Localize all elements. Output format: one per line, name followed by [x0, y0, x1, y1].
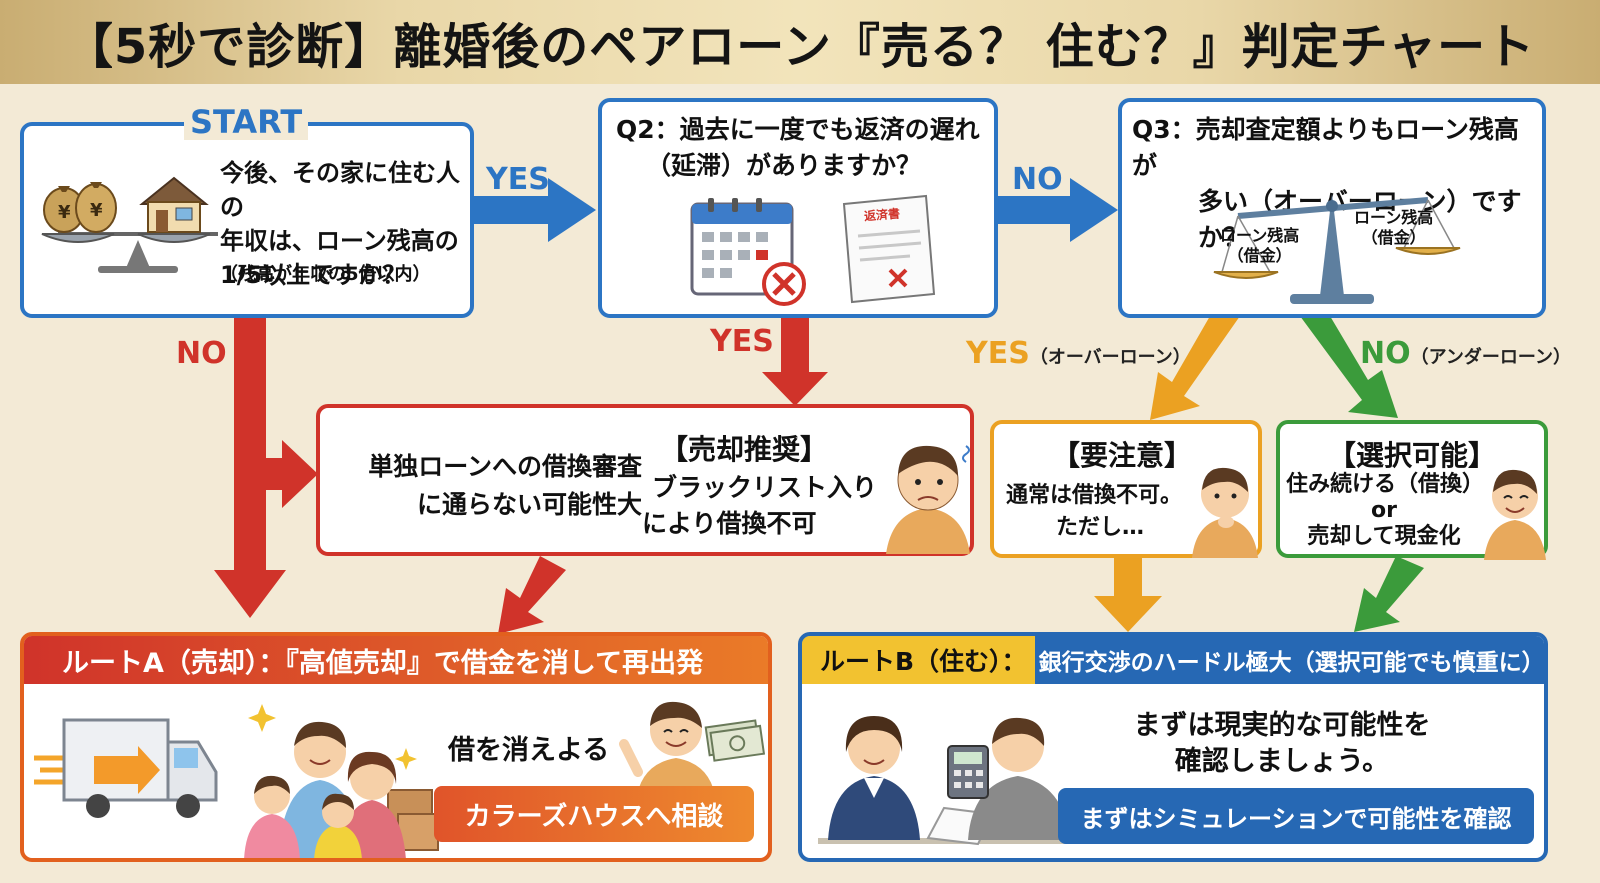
scale-left-line: （借金） [1227, 246, 1292, 265]
label-start-no: NO [176, 336, 227, 371]
balance-scale-icon [1213, 194, 1461, 304]
money-bags-scale-icon: ¥ ¥ [41, 176, 218, 273]
svg-text:¥: ¥ [58, 202, 71, 223]
route-b-panel: ルートB（住む）： 銀行交渉のハードル極大（選択可能でも慎重に） まずは現実的な… [798, 632, 1548, 862]
bank-consultation-icon [818, 716, 1078, 846]
worried-person-icon [886, 445, 970, 554]
happy-family-icon [244, 704, 439, 858]
q3-box: Q3：売却査定額よりもローン残高が 多い（オーバーローン）ですか？ ローン残高 … [1118, 98, 1546, 318]
q3-title: Q3：売却査定額よりもローン残高が 多い（オーバーローン）ですか？ [1132, 112, 1542, 256]
route-b-header: ルートB（住む）： 銀行交渉のハードル極大（選択可能でも慎重に） [802, 636, 1544, 684]
label-q3-no-group: NO（アンダーローン） [1360, 336, 1571, 371]
choice-box: 【選択可能】 住み続ける（借換） or 売却して現金化 [1276, 420, 1548, 560]
label-q3-yes-sub: （オーバーローン） [1029, 347, 1191, 368]
route-b-body-line: まずは現実的な可能性を [1133, 710, 1431, 741]
choice-body: 住み続ける（借換） or 売却して現金化 [1286, 472, 1485, 550]
q3-title-line: Q3：売却査定額よりもローン残高が [1132, 115, 1519, 180]
sell-body: ブラックリスト入り により借換不可 [642, 470, 877, 542]
route-b-header-right-text: 銀行交渉のハードル極大（選択可能でも慎重に） [1038, 650, 1545, 676]
route-b-body-line: 確認しましょう。 [1174, 746, 1390, 777]
choice-heading: 【選択可能】 [1328, 439, 1497, 472]
choice-body-line: 住み続ける（借換） [1286, 472, 1485, 497]
start-label: START [184, 104, 309, 140]
label-q2-no: NO [1012, 162, 1063, 197]
q2-title: Q2：過去に一度でも返済の遅れ （延滞）がありますか？ [616, 112, 980, 184]
arrow-q2-no [996, 178, 1118, 242]
label-q3-no: NO [1360, 336, 1411, 371]
sell-heading: 【売却推奨】 [660, 433, 829, 466]
arrow-q3-yes [1150, 316, 1240, 420]
smiling-person-icon [1484, 469, 1546, 560]
label-q3-no-sub: （アンダーローン） [1410, 347, 1572, 368]
sell-body-line: ブラックリスト入り [652, 473, 878, 502]
q3-scale-right-label: ローン残高 （借金） [1354, 208, 1433, 248]
arrow-choice-to-route-b [1354, 556, 1424, 632]
choice-body-line: 売却して現金化 [1307, 524, 1461, 549]
route-a-header-text: ルートA（売却）：『高値売却』で借金を消して再出発 [62, 647, 704, 679]
sell-left-text: 単独ローンへの借換審査 に通らない可能性大 [342, 448, 642, 524]
arrow-sell-to-route-a [498, 556, 566, 634]
route-b-body: まずは現実的な可能性を 確認しましょう。 [1102, 708, 1462, 780]
route-b-header-left-text: ルートB（住む）： [820, 647, 1027, 676]
choice-body-line: or [1371, 498, 1397, 523]
arrow-start-yes [472, 178, 596, 242]
svg-text:¥: ¥ [90, 200, 103, 221]
start-question-line: 年収は、ローン残高の [220, 227, 459, 255]
sell-body-line: により借換不可 [642, 509, 817, 538]
q3-scale-left-label: ローン残高 （借金） [1220, 226, 1299, 266]
scale-right-line: ローン残高 [1354, 208, 1434, 227]
label-q3-yes: YES [966, 336, 1030, 371]
start-question-line: 1/5以上ですか？ [220, 261, 407, 289]
thinking-person-icon [1192, 467, 1258, 558]
title-bar: 【5秒で診断】離婚後のペアローン『売る？ 住む？』判定チャート [0, 0, 1600, 84]
scale-left-line: ローン残高 [1220, 226, 1300, 245]
q2-box: Q2：過去に一度でも返済の遅れ （延滞）がありますか？ 返済書 [598, 98, 998, 318]
scale-right-line: （借金） [1361, 228, 1426, 247]
arrow-caution-to-route-b [1094, 558, 1162, 632]
q2-title-line: Q2：過去に一度でも返済の遅れ [616, 115, 980, 144]
route-b-header-left: ルートB（住む）： [802, 636, 1035, 684]
route-a-caption: 借を消えよる [448, 735, 610, 766]
label-q2-yes: YES [710, 324, 774, 359]
moving-truck-icon [34, 718, 218, 818]
sell-recommended-box: 単独ローンへの借換審査 に通らない可能性大 【売却推奨】 ブラックリスト入り に… [316, 404, 974, 556]
q3-title-line: 多い（オーバーローン）ですか？ [1198, 187, 1522, 252]
route-b-simulation-button[interactable]: まずはシミュレーションで可能性を確認 [1058, 788, 1534, 844]
route-a-panel: ルートA（売却）：『高値売却』で借金を消して再出発 借を消えよる [20, 632, 772, 862]
start-box: ¥ ¥ 今後、その家に住む人の 年収は、ローン残高の 1/5以上ですか？ （残高… [20, 122, 474, 318]
caution-body: 通常は借換不可。 ただし… [1006, 480, 1182, 544]
arrow-q2-yes [762, 316, 828, 406]
label-start-yes: YES [486, 162, 550, 197]
label-q3-yes-group: YES（オーバーローン） [966, 336, 1191, 371]
sell-left-line: に通らない可能性大 [416, 490, 642, 519]
person-with-cash-icon [619, 701, 766, 802]
start-question-line: 今後、その家に住む人の [220, 159, 460, 221]
arrow-q3-no [1300, 316, 1398, 418]
page-title: 【5秒で診断】離婚後のペアローン『売る？ 住む？』判定チャート [64, 19, 1536, 75]
route-a-consult-button[interactable]: カラーズハウスへ相談 [434, 786, 754, 842]
caution-heading: 【要注意】 [1052, 439, 1193, 472]
calendar-overdue-icon [690, 198, 806, 306]
caution-body-line: ただし… [1056, 515, 1145, 540]
repayment-document-icon [842, 194, 936, 304]
q2-doc-label: 返済書 [863, 206, 901, 224]
arrow-start-no-branch [266, 440, 318, 508]
arrow-start-no [214, 316, 286, 618]
q2-title-line: （延滞）がありますか？ [646, 151, 922, 180]
caution-body-line: 通常は借換不可。 [1006, 483, 1183, 508]
caution-box: 【要注意】 通常は借換不可。 ただし… [990, 420, 1262, 558]
route-b-header-right: 銀行交渉のハードル極大（選択可能でも慎重に） [1035, 636, 1545, 684]
start-note: （残高が年収の5倍以内） [220, 264, 431, 285]
sell-left-line: 単独ローンへの借換審査 [368, 452, 642, 481]
route-a-header: ルートA（売却）：『高値売却』で借金を消して再出発 [24, 636, 768, 684]
start-question: 今後、その家に住む人の 年収は、ローン残高の 1/5以上ですか？ [220, 156, 470, 292]
